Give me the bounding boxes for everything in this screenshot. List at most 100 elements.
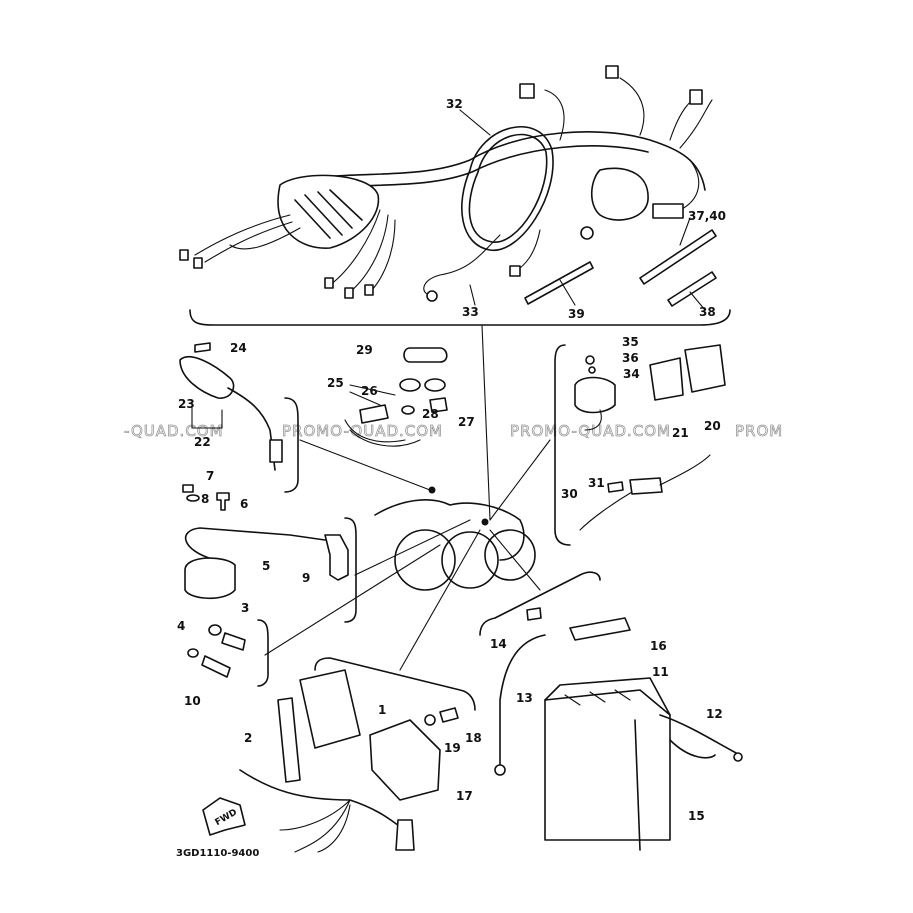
callout-4: 4: [177, 619, 185, 633]
frame-wheel: [484, 529, 536, 581]
connector-plug: [193, 257, 203, 269]
frame-wheel: [394, 529, 456, 591]
cdi-group: FWD: [202, 657, 476, 853]
cable-tie-38: [667, 271, 717, 307]
cdi-unit-1: [299, 669, 361, 749]
leader-to-battery: [489, 529, 541, 591]
screw-31: [607, 481, 624, 493]
battery-terminal-12: [733, 752, 743, 762]
ignition-coil-group: [184, 517, 357, 623]
leader-39: [559, 279, 576, 306]
fitting-26b: [424, 378, 446, 392]
watermark: -QUAD.COM PROMO-QUAD.COM PROMO-QUAD.COM …: [124, 422, 783, 441]
callout-33: 33: [462, 305, 479, 319]
connector-plug: [364, 284, 374, 296]
washer-8: [186, 494, 200, 502]
relay-34: [574, 376, 616, 414]
frame-wheel: [441, 531, 499, 589]
leader-to-frame-switches: [264, 544, 441, 656]
switch-connector: [269, 439, 283, 463]
relay-bracket: [554, 344, 571, 546]
cdi-harness: [239, 769, 406, 831]
harness-boot-right: [590, 167, 649, 221]
callout-21: 21: [672, 426, 689, 440]
nut-35: [585, 355, 595, 365]
switch-cable: [227, 387, 276, 471]
regulator-group: [344, 347, 448, 447]
callout-26: 26: [361, 384, 378, 398]
connector-plug: [344, 287, 354, 299]
switch-bracket: [284, 397, 299, 493]
frame-mount-point: [428, 486, 436, 494]
harness-loop: [461, 126, 554, 251]
connector-plug: [605, 65, 619, 79]
relay-34-leads: [584, 409, 602, 431]
battery-group: [479, 571, 743, 851]
callout-11: 11: [652, 665, 669, 679]
callout-17: 17: [456, 789, 473, 803]
fitting-26: [399, 378, 421, 392]
relay-20: [684, 344, 726, 393]
switch-bracket: [257, 619, 269, 687]
callout-14: 14: [490, 637, 507, 651]
callout-36: 36: [622, 351, 639, 365]
battery-cable-13: [499, 634, 546, 766]
cable-tie-37-40: [639, 229, 717, 285]
rectifier-17: [369, 719, 441, 801]
connector-plug: [509, 265, 521, 277]
sensor-30: [629, 477, 663, 495]
callout-32: 32: [446, 97, 463, 111]
diagram-code: 3GD1110-9400: [176, 848, 259, 859]
connector-plug: [689, 89, 703, 105]
callout-15: 15: [688, 809, 705, 823]
harness-boot-ribs: [294, 189, 363, 239]
leader-lines: [264, 109, 706, 671]
neutral-switch-group: [187, 619, 269, 687]
ignition-coil-5: [184, 557, 236, 600]
leader-33: [469, 284, 476, 306]
frame-silhouette: [374, 486, 536, 591]
callout-19: 19: [444, 741, 461, 755]
fitting-25: [359, 404, 389, 424]
frame-mount-point: [481, 518, 489, 526]
battery-cells: [564, 689, 631, 706]
battery-11: [544, 689, 671, 841]
connector-plug: [652, 203, 684, 219]
harness-branch-left-2: [329, 209, 396, 293]
callout-30: 30: [561, 487, 578, 501]
watermark-text-2: PROMO-QUAD.COM: [282, 422, 443, 440]
cdi-connector: [395, 819, 415, 851]
callout-25: 25: [327, 376, 344, 390]
leader-to-frame-ignition: [354, 519, 471, 576]
switch-24: [194, 342, 211, 353]
leader-38: [689, 291, 706, 311]
callout-2: 2: [244, 731, 252, 745]
callout-9: 9: [302, 571, 310, 585]
leader-25-26: [349, 384, 396, 406]
regulator-leads: [344, 419, 421, 447]
relay-group: [554, 344, 726, 546]
gasket-29: [403, 347, 448, 363]
socket-28: [429, 397, 448, 413]
battery-terminal-13: [494, 764, 506, 776]
callout-35: 35: [622, 335, 639, 349]
bolt-14: [526, 607, 542, 621]
callout-13: 13: [516, 691, 533, 705]
connector-plug: [324, 277, 334, 289]
strap-2: [277, 697, 301, 783]
connector-plug: [519, 83, 535, 99]
callout-6: 6: [240, 497, 248, 511]
leader-37-40: [679, 217, 691, 246]
battery-cable-12: [659, 714, 741, 759]
callout-22: 22: [194, 435, 211, 449]
switch-3: [221, 632, 246, 651]
callout-12: 12: [706, 707, 723, 721]
harness-branch-top: [544, 77, 713, 149]
callout-28: 28: [422, 407, 439, 421]
watermark-text-1: -QUAD.COM: [124, 422, 224, 440]
coil-lead: [184, 527, 326, 561]
connector-plugs: [179, 65, 703, 302]
callout-38: 38: [699, 305, 716, 319]
switch-body: [179, 355, 235, 399]
